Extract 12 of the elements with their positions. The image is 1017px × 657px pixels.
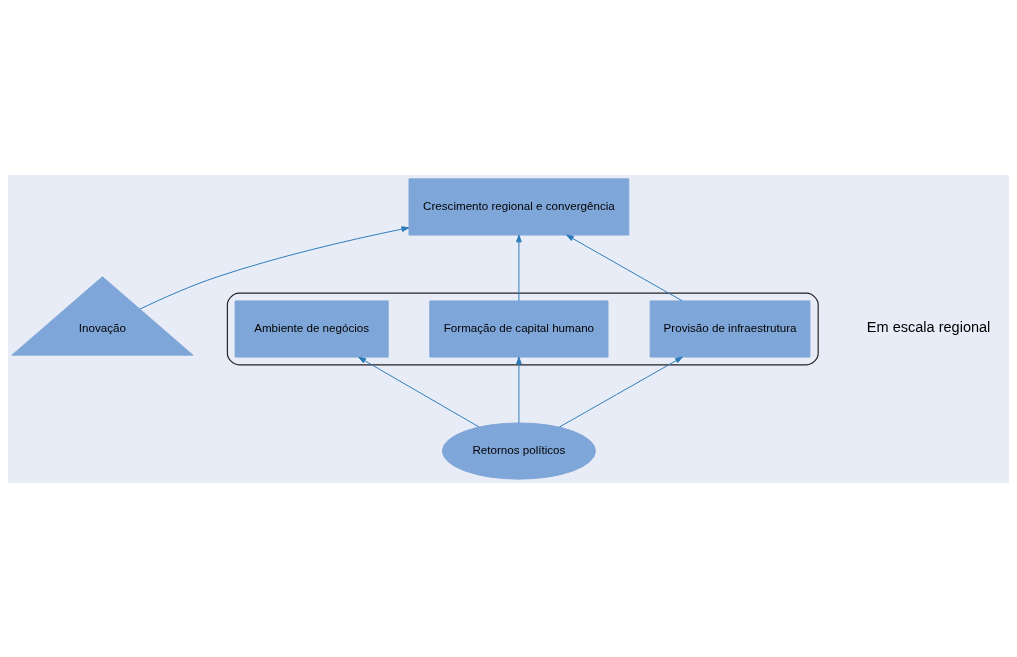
- node-ellipse: Retornos políticos: [441, 421, 596, 480]
- arrow: [358, 356, 480, 427]
- node-box: Formação de capital humano: [429, 299, 609, 358]
- arrow: [516, 234, 522, 301]
- arrow: [139, 225, 410, 309]
- node-box: Ambiente de negócios: [234, 299, 389, 358]
- arrow: [516, 356, 522, 423]
- label: Em escala regional: [866, 318, 991, 335]
- node-box: Crescimento regional e convergência: [408, 177, 630, 236]
- arrow: [558, 356, 683, 428]
- node-box: Provisão de infraestrutura: [649, 299, 811, 358]
- arrow: [566, 234, 683, 301]
